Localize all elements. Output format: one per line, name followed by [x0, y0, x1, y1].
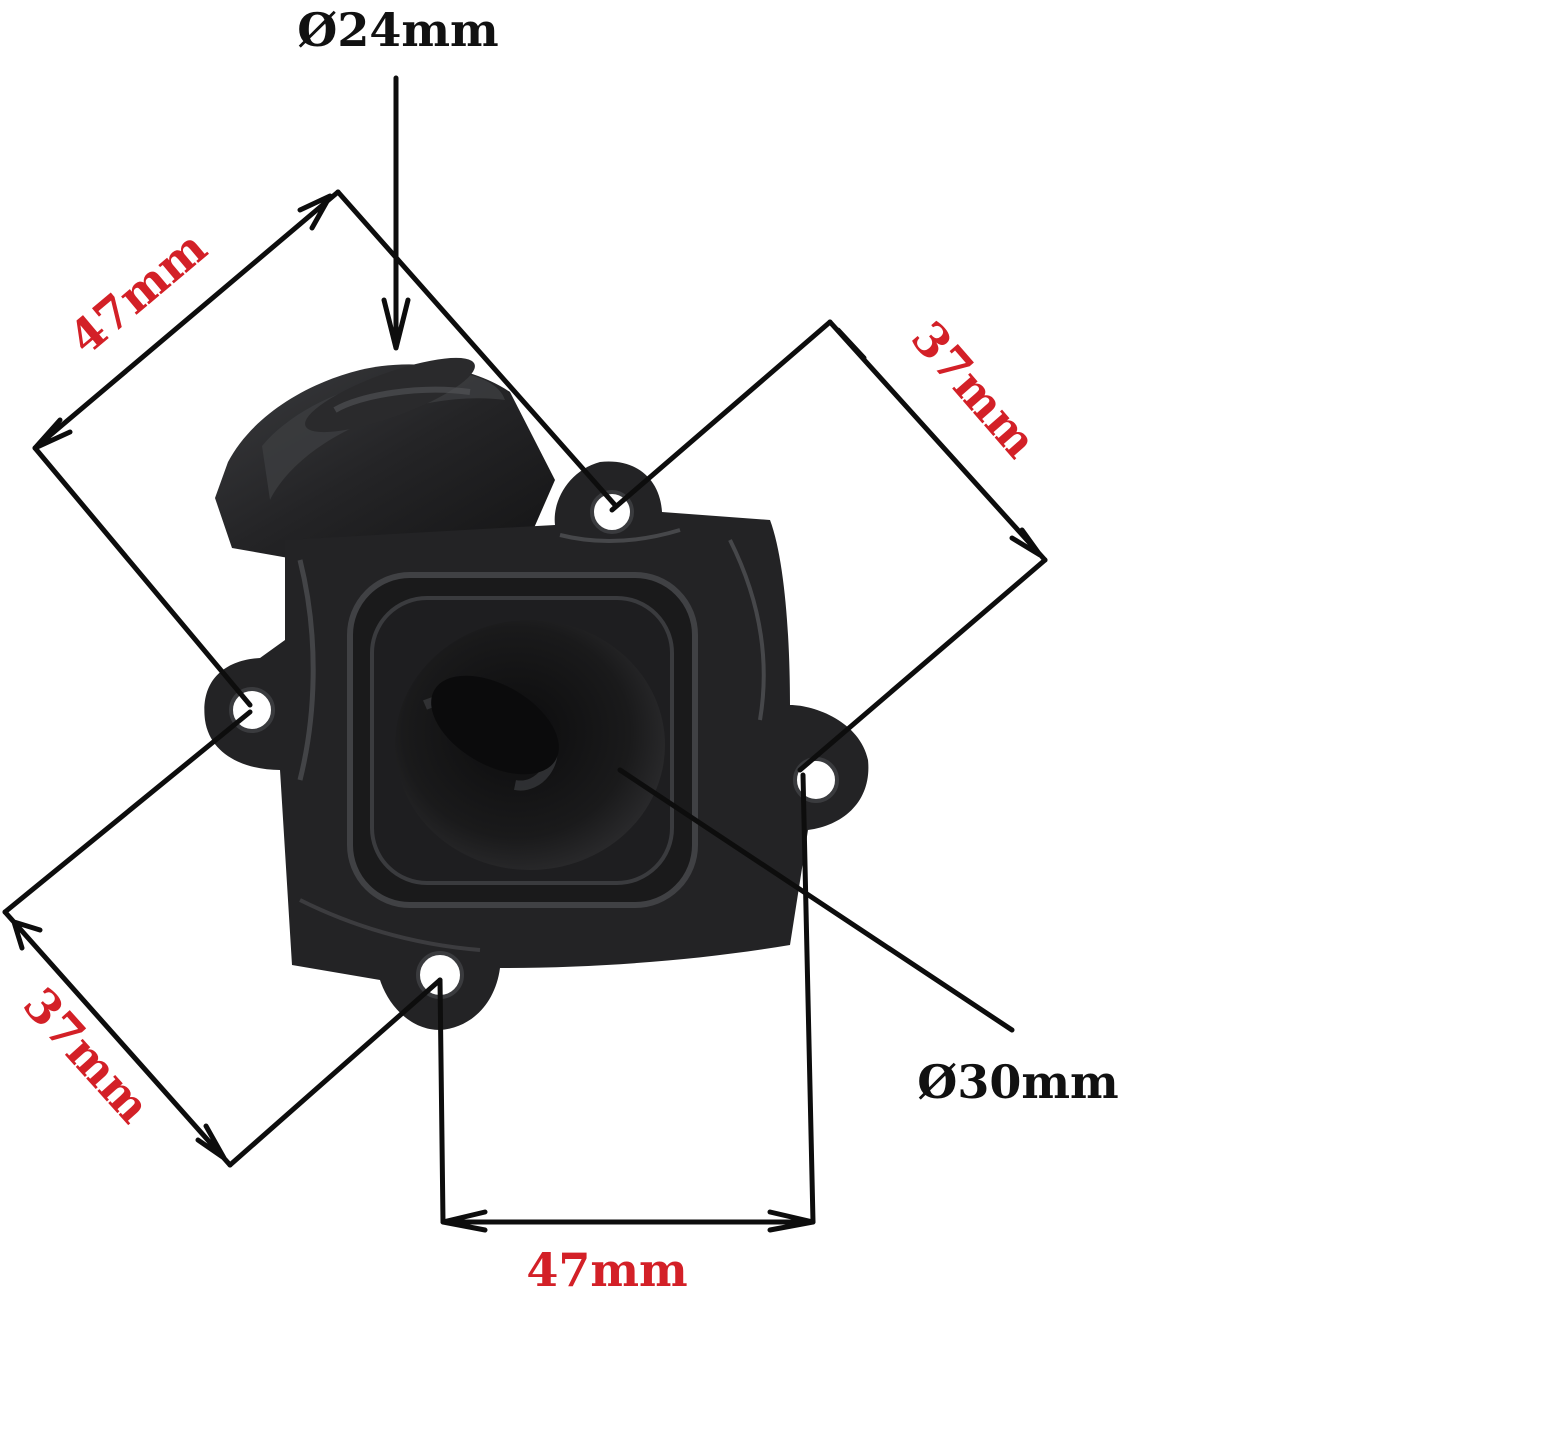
outlet-pipe [215, 357, 555, 560]
top-right-height-label: 37mm [901, 311, 1048, 468]
dimension-lines [2, 75, 1048, 1233]
bottom-left-37-dimension-line [2, 909, 233, 1168]
inlet-diameter-leader [617, 767, 1015, 1033]
top-right-37-dimension-line [827, 319, 1048, 563]
outlet-diameter-leader [381, 75, 411, 351]
bottom-47-dimension-line [440, 1209, 816, 1233]
inlet-diameter-label: Ø30mm [917, 1055, 1118, 1109]
top-right-37-witness-lines [609, 319, 1048, 773]
inlet-bore [395, 620, 665, 870]
outlet-diameter-label: Ø24mm [297, 3, 498, 57]
top-left-47-witness-lines [32, 189, 618, 708]
bottom-47-witness-lines [437, 772, 816, 1225]
top-left-width-label: 47mm [59, 220, 217, 365]
bottom-width-label: 47mm [526, 1243, 687, 1297]
top-left-47-dimension-line [32, 189, 341, 451]
bottom-left-37-witness-lines [2, 709, 443, 1168]
intake-manifold-part [204, 357, 869, 1031]
